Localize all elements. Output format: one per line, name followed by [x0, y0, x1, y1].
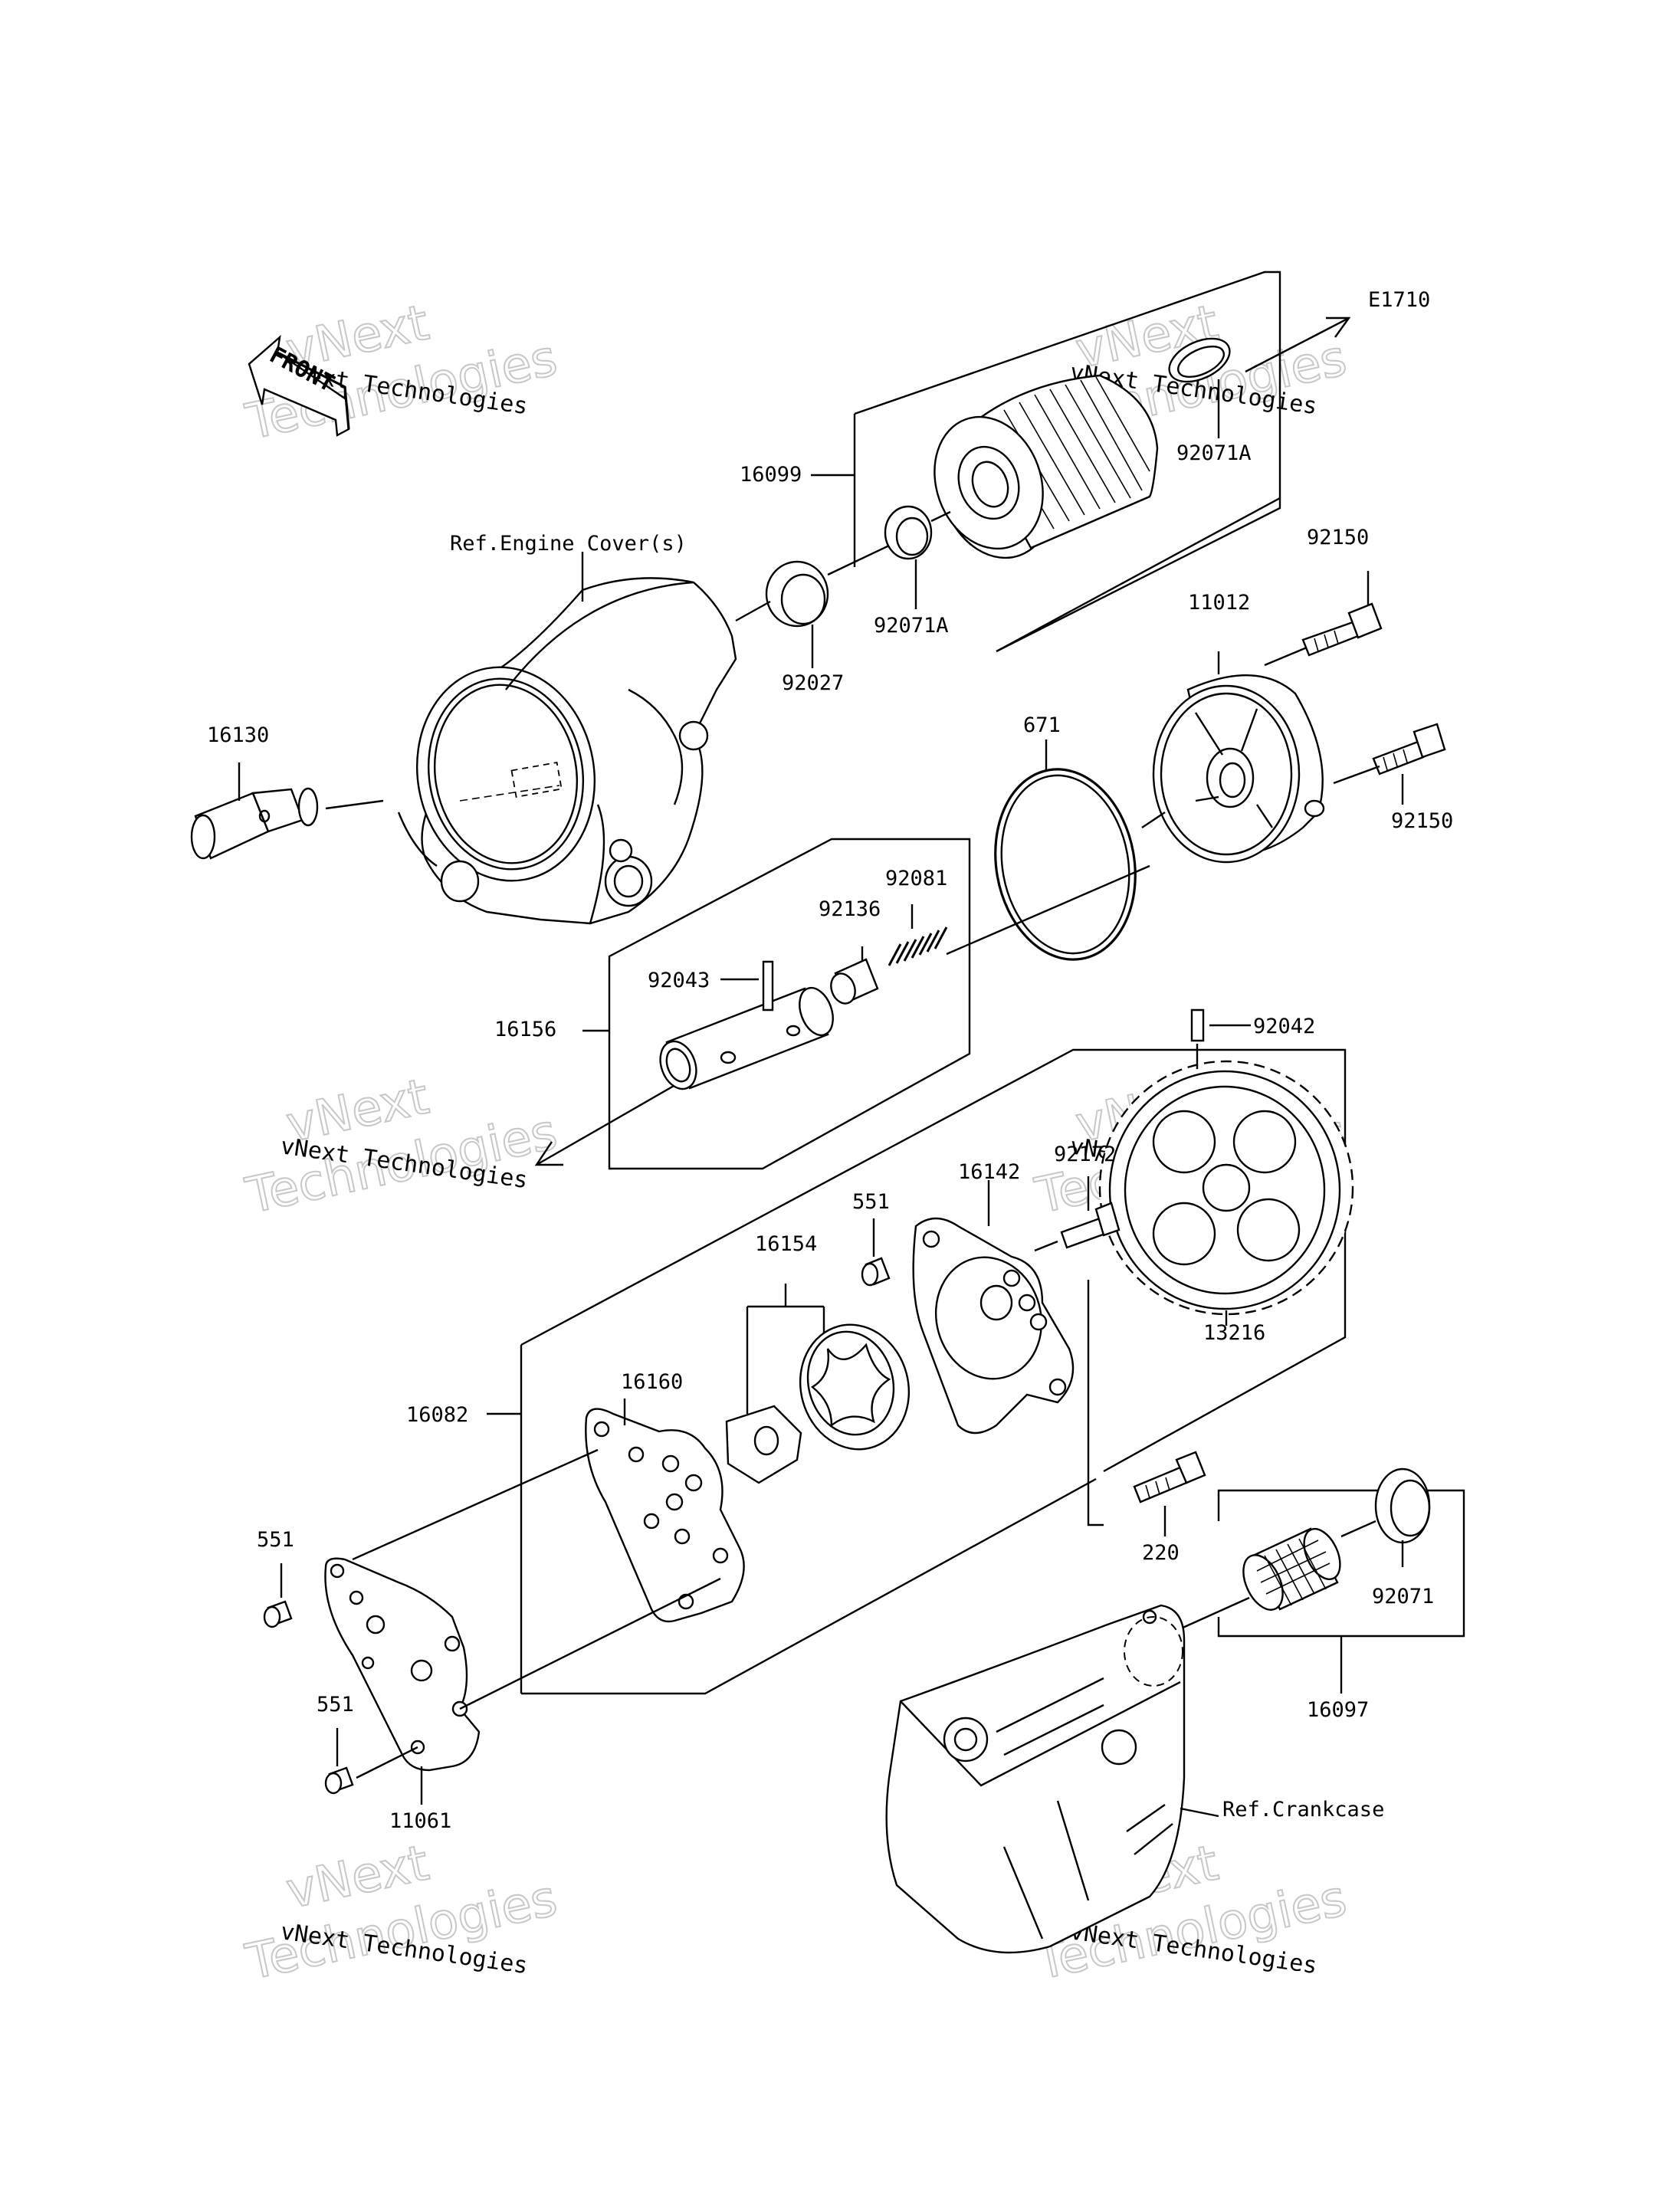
- part-label-16099[interactable]: 16099: [740, 463, 802, 487]
- diagram-ref-code: E1710: [1368, 288, 1430, 312]
- part-label-220[interactable]: 220: [1142, 1541, 1180, 1565]
- crankcase: [885, 1604, 1219, 1954]
- pump-body-16142: [912, 1180, 1075, 1435]
- bolt-220: [1133, 1451, 1206, 1536]
- part-label-92150-top[interactable]: 92150: [1307, 526, 1369, 549]
- part-label-16154[interactable]: 16154: [755, 1232, 817, 1256]
- part-label-16142[interactable]: 16142: [958, 1160, 1020, 1184]
- part-label-11061[interactable]: 11061: [389, 1809, 451, 1833]
- part-label-92027[interactable]: 92027: [782, 671, 844, 695]
- gear-13216: [1098, 1008, 1354, 1326]
- part-label-16082[interactable]: 16082: [406, 1403, 468, 1427]
- part-label-13216[interactable]: 13216: [1203, 1321, 1265, 1345]
- part-label-92042[interactable]: 92042: [1253, 1015, 1315, 1038]
- part-label-92172[interactable]: 92172: [1054, 1143, 1116, 1166]
- dowel-551-left: [263, 1563, 293, 1628]
- part-label-92081[interactable]: 92081: [885, 867, 947, 890]
- relief-valve-group: [534, 838, 1150, 1170]
- oil-pump-group: [487, 1048, 1347, 1695]
- part-label-92136[interactable]: 92136: [819, 897, 881, 921]
- strainer-group: [1172, 1467, 1465, 1694]
- part-label-92043[interactable]: 92043: [648, 969, 710, 992]
- part-label-92071A-top[interactable]: 92071A: [1176, 441, 1252, 465]
- part-label-11012[interactable]: 11012: [1188, 591, 1250, 615]
- ref-engine-cover-label[interactable]: Ref.Engine Cover(s): [450, 532, 687, 556]
- part-label-16130[interactable]: 16130: [207, 723, 269, 747]
- dowel-551-bottom: [324, 1728, 418, 1795]
- bolt-92150-top: [1264, 571, 1383, 667]
- part-label-92071A-mid[interactable]: 92071A: [874, 614, 949, 638]
- bolt-92150-mid: [1333, 723, 1446, 805]
- part-label-92150-mid[interactable]: 92150: [1391, 809, 1453, 833]
- bolt-92172: [1034, 1176, 1121, 1252]
- dowel-551-top: [861, 1218, 891, 1287]
- rotors-16154: [725, 1284, 911, 1484]
- oil-filter-group: [735, 271, 1351, 653]
- engine-cover: [397, 552, 737, 925]
- part-label-551-top[interactable]: 551: [852, 1190, 890, 1214]
- part-label-551-left[interactable]: 551: [257, 1528, 294, 1552]
- watermark-mid-left: vNext Technologies: [241, 1067, 563, 1225]
- ref-crankcase-label[interactable]: Ref.Crankcase: [1222, 1798, 1384, 1822]
- plug-16130: [190, 762, 384, 860]
- part-label-16097[interactable]: 16097: [1307, 1698, 1369, 1722]
- part-label-92071[interactable]: 92071: [1372, 1585, 1434, 1608]
- o-ring-671: [994, 739, 1137, 961]
- part-label-671[interactable]: 671: [1023, 713, 1061, 737]
- plate-16160: [585, 1399, 745, 1623]
- pump-cover-11012: [1141, 651, 1325, 864]
- part-label-16156[interactable]: 16156: [494, 1018, 556, 1041]
- part-label-16160[interactable]: 16160: [621, 1370, 683, 1394]
- gasket-11061: [324, 1448, 721, 1805]
- part-label-551-bottom[interactable]: 551: [317, 1693, 354, 1717]
